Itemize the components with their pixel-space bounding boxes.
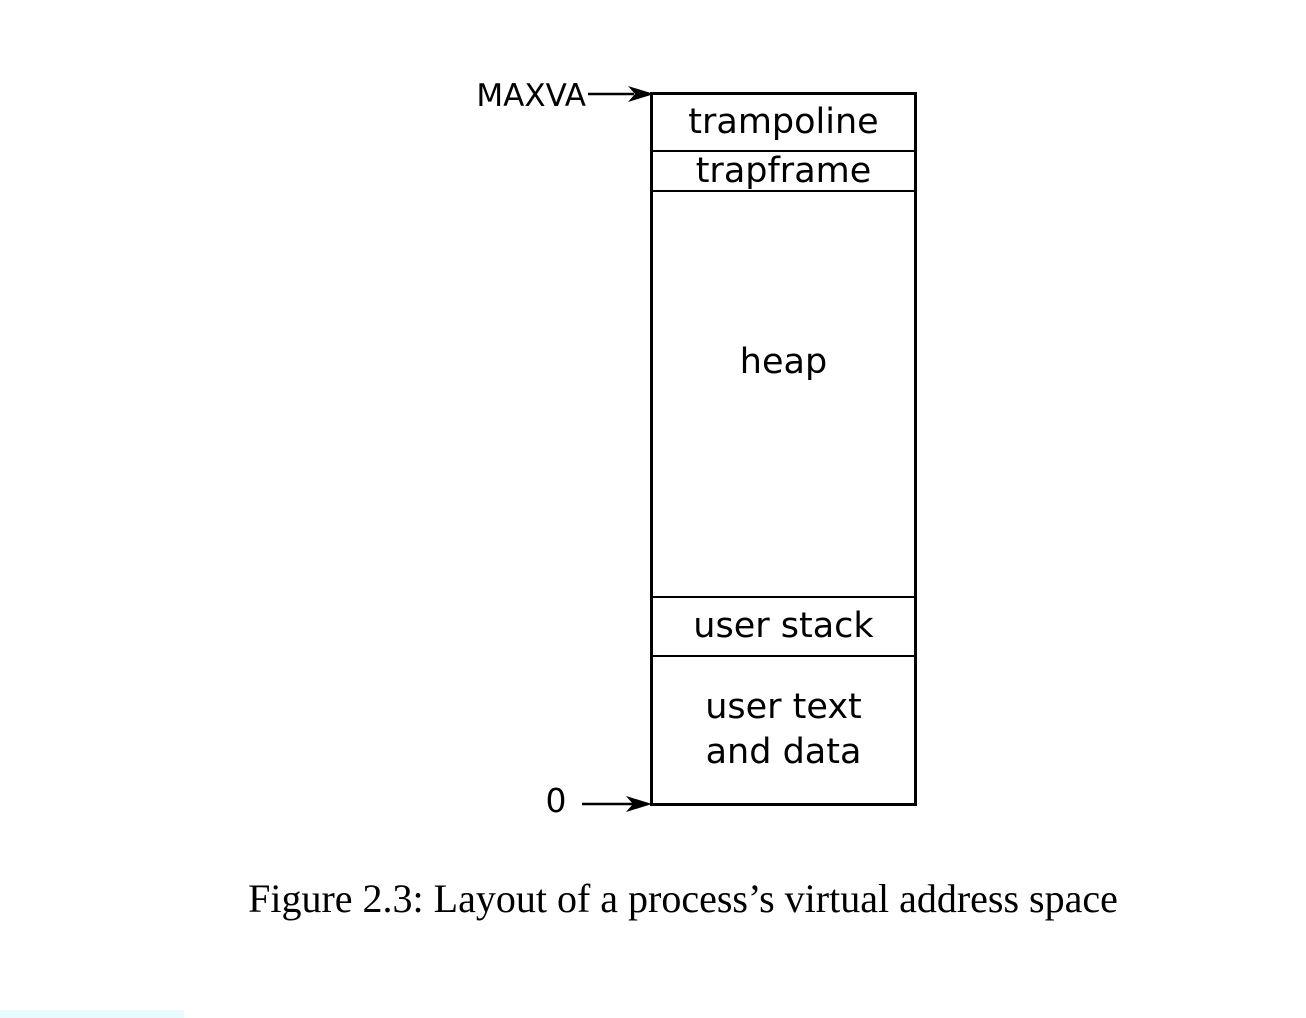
memory-region-label: heap [739, 341, 828, 382]
maxva-label: MAXVA [476, 78, 586, 114]
memory-region-trapframe: trapframe [653, 152, 914, 192]
figure-caption: Figure 2.3: Layout of a process’s virtua… [248, 876, 1118, 921]
footer-accent-bar [0, 1010, 184, 1018]
memory-region-label-line: and data [705, 732, 862, 772]
memory-region-user-text-and-data: user text and data [653, 657, 914, 803]
memory-region-label: user stack [693, 606, 874, 646]
zero-arrow-icon [582, 796, 652, 812]
memory-region-heap: heap [653, 192, 914, 598]
memory-region-label-line: user text [705, 687, 862, 728]
memory-region-label: trampoline [688, 102, 879, 142]
maxva-arrow-icon [588, 86, 654, 102]
memory-region-label: trapframe [695, 150, 872, 191]
zero-address-label: 0 [545, 781, 567, 820]
virtual-address-space-box: trampoline trapframe heap user stack use… [650, 92, 917, 806]
memory-region-user-stack: user stack [653, 598, 914, 657]
memory-region-trampoline: trampoline [653, 95, 914, 152]
